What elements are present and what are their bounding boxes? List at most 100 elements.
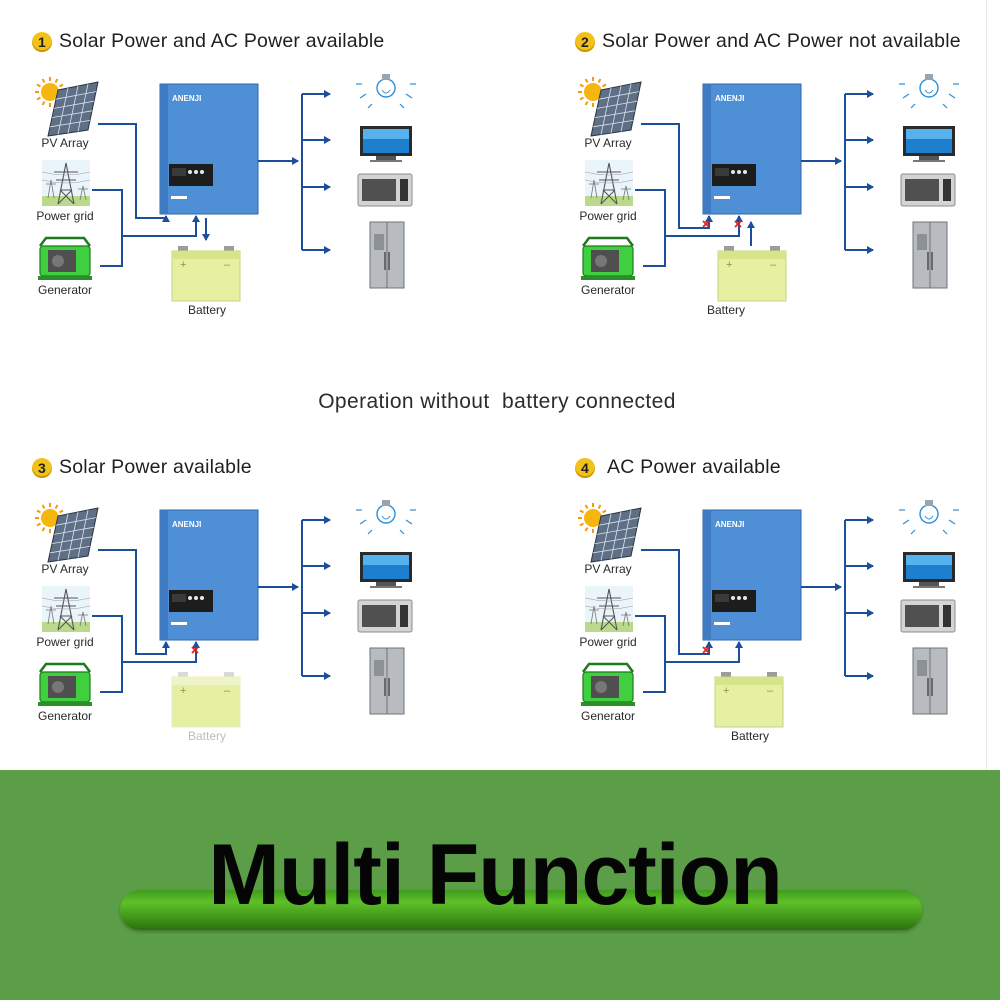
- battery-icon: +–: [714, 672, 784, 728]
- diagram-mode-3: 3 Solar Power available ANENJI+– PV Arra…: [0, 426, 500, 756]
- grid-wire: [635, 615, 666, 693]
- cut-off-cross-icon: [191, 646, 199, 654]
- diagram-graphic: ANENJI+–: [578, 74, 959, 302]
- svg-text:+: +: [726, 259, 732, 271]
- power-grid-label: Power grid: [579, 209, 637, 223]
- diagram-title-row: 3 Solar Power available: [32, 456, 252, 479]
- cut-off-cross-icon: [734, 220, 742, 228]
- grid-wire: [92, 189, 123, 267]
- svg-text:+: +: [723, 685, 729, 697]
- inverter-icon: ANENJI: [159, 509, 259, 641]
- inverter-icon: ANENJI: [159, 83, 259, 215]
- svg-text:–: –: [224, 685, 231, 697]
- inverter-brand-text: ANENJI: [172, 520, 201, 529]
- microwave-icon: [357, 173, 413, 207]
- power-pylon-icon: [41, 586, 91, 632]
- battery-label: Battery: [730, 729, 769, 743]
- power-pylon-icon: [41, 160, 91, 206]
- refrigerator-icon: [912, 647, 948, 715]
- diagram-mode-1: 1 Solar Power and AC Power available ANE…: [0, 0, 500, 330]
- power-grid-label: Power grid: [36, 635, 94, 649]
- light-bulb-icon: [899, 500, 959, 535]
- banner-green-bar: [120, 890, 922, 930]
- pv-array-label: PV Array: [41, 136, 89, 150]
- grid-wire: [92, 615, 123, 693]
- step-number-badge: 2: [575, 31, 595, 52]
- svg-text:–: –: [767, 685, 774, 697]
- inverter-brand-text: ANENJI: [172, 94, 201, 103]
- microwave-icon: [900, 173, 956, 207]
- tv-icon: [360, 126, 412, 162]
- diagram-mode-2: 2 Solar Power and AC Power not available…: [543, 0, 1000, 330]
- page-edge-divider: [986, 0, 987, 770]
- inverter-brand-text: ANENJI: [715, 520, 744, 529]
- pv-wire: [641, 549, 713, 655]
- generator-icon: [38, 236, 92, 280]
- refrigerator-icon: [369, 647, 405, 715]
- pv-array-label: PV Array: [584, 562, 632, 576]
- solar-panel-icon: [578, 503, 642, 563]
- generator-icon: [38, 662, 92, 706]
- generator-icon: [581, 662, 635, 706]
- refrigerator-icon: [912, 221, 948, 289]
- step-number-badge: 1: [32, 31, 52, 52]
- diagram-mode-4: 4 AC Power available ANENJI+– PV Array P…: [543, 426, 1000, 756]
- svg-text:+: +: [180, 259, 186, 271]
- generator-label: Generator: [580, 283, 636, 297]
- battery-icon: +–: [717, 246, 787, 302]
- microwave-icon: [900, 599, 956, 633]
- light-bulb-icon: [356, 500, 416, 535]
- tv-icon: [903, 126, 955, 162]
- battery-label: Battery: [706, 303, 745, 317]
- microwave-icon: [357, 599, 413, 633]
- generator-icon: [581, 236, 635, 280]
- tv-icon: [903, 552, 955, 588]
- generator-label: Generator: [37, 709, 93, 723]
- diagram-stage: 1 Solar Power and AC Power available ANE…: [0, 0, 1000, 770]
- middle-caption: Operation without battery connected: [318, 390, 676, 413]
- grid-wire: [635, 189, 666, 267]
- diagram-graphic: ANENJI+–: [578, 500, 959, 728]
- inverter-brand-text: ANENJI: [715, 94, 744, 103]
- diagram-title: Solar Power available: [59, 456, 252, 478]
- pv-wire: [98, 123, 170, 222]
- generator-label: Generator: [580, 709, 636, 723]
- ac-input-wire: [122, 641, 200, 663]
- diagram-graphic: ANENJI+–: [35, 500, 416, 728]
- battery-icon: +–: [171, 672, 241, 728]
- diagram-title-row: 4 AC Power available: [575, 456, 781, 479]
- diagram-title-row: 1 Solar Power and AC Power available: [32, 30, 384, 53]
- light-bulb-icon: [899, 74, 959, 109]
- power-grid-label: Power grid: [36, 209, 94, 223]
- power-pylon-icon: [584, 586, 634, 632]
- power-pylon-icon: [584, 160, 634, 206]
- solar-panel-icon: [578, 77, 642, 137]
- ac-input-wire: [665, 641, 743, 663]
- pv-array-label: PV Array: [41, 562, 89, 576]
- svg-text:–: –: [770, 259, 777, 271]
- pv-array-label: PV Array: [584, 136, 632, 150]
- step-number-badge: 3: [32, 457, 52, 478]
- pv-wire: [98, 549, 170, 655]
- inverter-icon: ANENJI: [702, 509, 802, 641]
- battery-label: Battery: [187, 303, 226, 317]
- inverter-icon: ANENJI: [702, 83, 802, 215]
- diagram-title: Solar Power and AC Power not available: [602, 30, 961, 52]
- diagram-title: AC Power available: [607, 456, 781, 478]
- bottom-banner: Multi Function: [0, 770, 1000, 1000]
- power-grid-label: Power grid: [579, 635, 637, 649]
- refrigerator-icon: [369, 221, 405, 289]
- svg-text:–: –: [224, 259, 231, 271]
- solar-panel-icon: [35, 503, 99, 563]
- tv-icon: [360, 552, 412, 588]
- step-number-badge: 4: [575, 457, 595, 478]
- solar-panel-icon: [35, 77, 99, 137]
- ac-input-wire: [665, 215, 743, 237]
- diagram-graphic: ANENJI + –: [35, 74, 416, 302]
- diagram-title: Solar Power and AC Power available: [59, 30, 385, 52]
- cut-off-cross-icon: [702, 220, 710, 228]
- battery-label: Battery: [187, 729, 226, 743]
- svg-text:+: +: [180, 685, 186, 697]
- pv-wire: [641, 123, 713, 229]
- ac-input-wire: [122, 215, 200, 237]
